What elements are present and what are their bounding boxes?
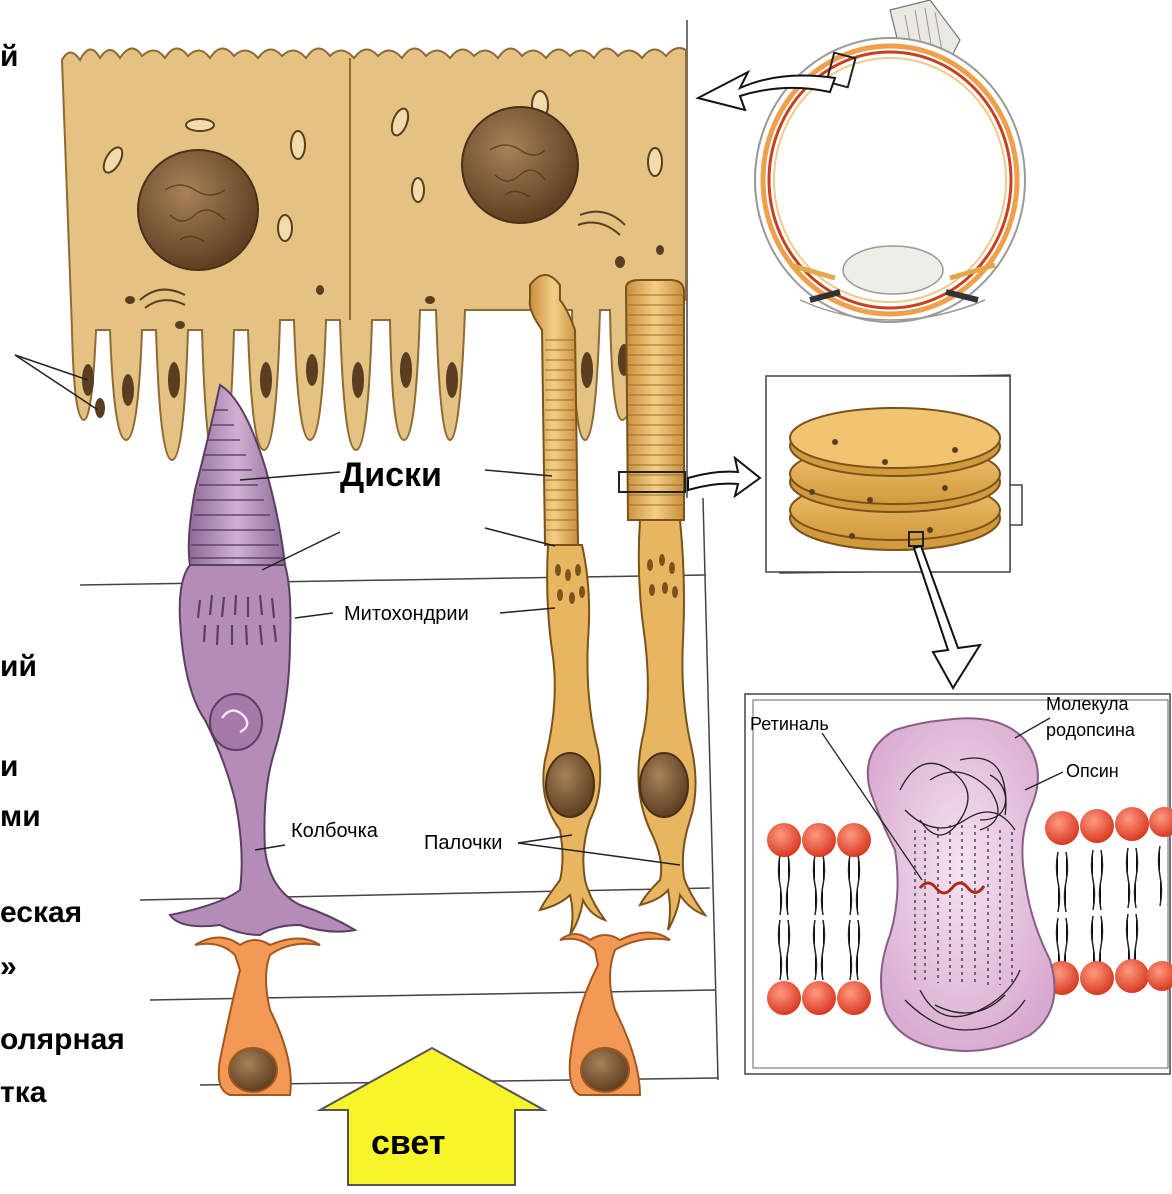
disks-label: Диски: [340, 458, 442, 492]
cone-nucleus: [210, 694, 262, 750]
rod-nucleus-left: [546, 753, 594, 817]
epithelium-nucleus-left: [138, 150, 258, 270]
rhodopsin-panel: [745, 694, 1172, 1074]
disk-stack-panel: [766, 375, 1022, 573]
left-label-fragment-5: еская: [0, 898, 82, 928]
rod-nucleus-right: [640, 753, 688, 817]
cone-cell: [170, 385, 355, 935]
pigment-epithelium: [62, 48, 686, 470]
retinal-label: Ретиналь: [750, 715, 829, 733]
left-label-fragment-1: й: [0, 42, 18, 72]
rod-cell-right: [626, 280, 705, 930]
left-label-bipolar: олярная: [0, 1025, 125, 1055]
left-label-fragment-2: ий: [0, 652, 37, 682]
eyeball-illustration: [755, 0, 1025, 322]
epithelium-nucleus-right: [462, 107, 578, 223]
opsin-label: Опсин: [1066, 762, 1119, 780]
left-label-fragment-4: ми: [0, 802, 41, 832]
arrow-rod-to-disks: [688, 458, 760, 496]
left-label-fragment-3: и: [0, 752, 18, 782]
left-label-fragment-7: тка: [0, 1078, 46, 1108]
light-label: свет: [371, 1126, 445, 1160]
cone-label: Колбочка: [291, 821, 378, 841]
rhodopsin-label-line1: Молекула: [1046, 695, 1129, 713]
mitochondria-label: Митохондрии: [344, 604, 469, 624]
left-label-fragment-6: »: [0, 952, 17, 982]
rhodopsin-label-line2: родопсина: [1046, 721, 1135, 739]
rods-label: Палочки: [424, 833, 502, 853]
light-arrow: [320, 1048, 544, 1185]
